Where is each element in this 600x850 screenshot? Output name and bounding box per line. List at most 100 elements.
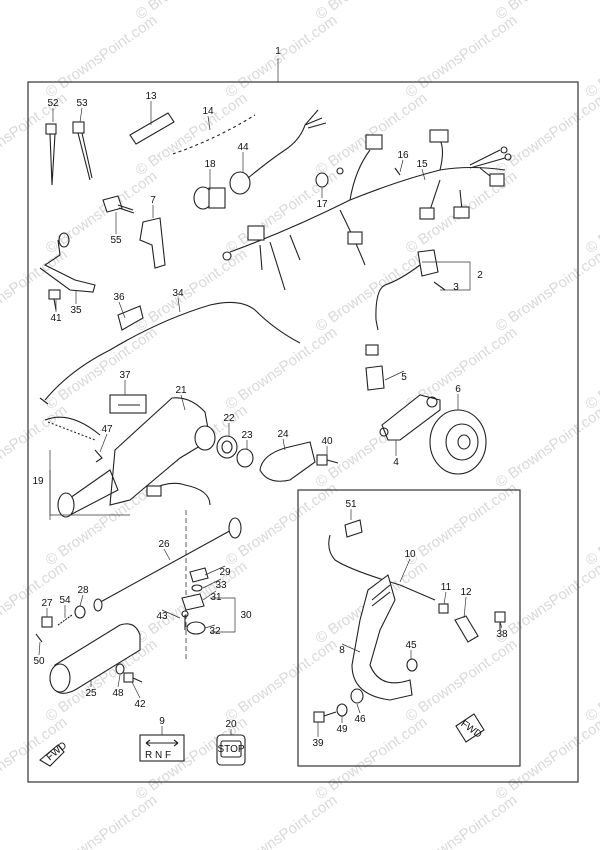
callout-2: 2: [477, 270, 483, 281]
nut-11: [438, 603, 449, 614]
watermark-text: © BrownsPoint.com: [43, 792, 161, 850]
leader-43: [161, 609, 181, 619]
pin-50: [35, 633, 43, 643]
callout-22: 22: [223, 413, 235, 424]
block-31: [181, 593, 205, 611]
watermark-text: © BrownsPoint.com: [133, 246, 251, 336]
watermark-text: © BrownsPoint.com: [493, 402, 600, 492]
watermark-text: © BrownsPoint.com: [403, 792, 521, 850]
plate-29: [189, 567, 209, 583]
pulley-6: [429, 409, 487, 475]
leader-28: [79, 594, 84, 607]
watermark-text: © BrownsPoint.com: [313, 246, 431, 336]
watermark-text: © BrownsPoint.com: [403, 636, 521, 726]
throttle-cable-34: [39, 301, 301, 405]
cable-end-2: [375, 249, 446, 331]
grommet-17: [315, 172, 329, 188]
wire-harness-15: [222, 129, 512, 291]
callout-30: 30: [240, 610, 252, 621]
watermark-text: © BrownsPoint.com: [493, 90, 600, 180]
watermark-text: © BrownsPoint.com: [493, 714, 600, 804]
watermark-text: © BrownsPoint.com: [223, 324, 341, 414]
leader-21: [180, 394, 186, 411]
throttle-grip-25: [49, 623, 141, 694]
watermark-text: © BrownsPoint.com: [43, 480, 161, 570]
leader-26: [163, 548, 171, 561]
cover-24: [259, 441, 316, 482]
leader-29: [204, 565, 226, 576]
watermark-text: © BrownsPoint.com: [493, 558, 600, 648]
tiller-handle-21: [57, 397, 216, 518]
watermark-text: © BrownsPoint.com: [583, 12, 600, 102]
callout-19: 19: [32, 476, 44, 487]
arm-4: [379, 394, 441, 441]
leader-2: [422, 261, 471, 291]
callout-34: 34: [172, 288, 184, 299]
bracket-7: [139, 217, 166, 269]
callout-53: 53: [76, 98, 88, 109]
callout-20: 20: [225, 719, 237, 730]
leader-30: [210, 597, 236, 633]
grommet-36: [117, 305, 144, 331]
leader-8: [341, 643, 361, 653]
callout-14: 14: [202, 106, 214, 117]
callout-16: 16: [397, 150, 409, 161]
washer-48: [115, 663, 125, 675]
leader-38: [499, 621, 503, 629]
callout-41: 41: [50, 313, 62, 324]
leader-15: [421, 168, 426, 181]
callout-8: 8: [339, 645, 345, 656]
leader-31: [202, 590, 217, 601]
clip-51: [344, 519, 363, 538]
callout-11: 11: [441, 582, 452, 593]
callout-28: 28: [77, 585, 89, 596]
washer-45: [406, 658, 418, 672]
callout-12: 12: [460, 587, 472, 598]
leader-42: [131, 681, 141, 699]
seal-22: [216, 435, 238, 459]
protector-14: [169, 113, 257, 157]
tube-13: [129, 112, 175, 145]
callout-13: 13: [145, 91, 157, 102]
bolt-55: [102, 195, 135, 214]
ring-28: [74, 605, 86, 619]
callout-35: 35: [70, 305, 82, 316]
spring-19: [44, 416, 101, 441]
screw-42: [123, 672, 143, 683]
leader-5: [384, 370, 405, 381]
callout-4: 4: [393, 457, 399, 468]
stop-badge-20: STOP: [216, 734, 246, 766]
watermark-text: © BrownsPoint.com: [493, 246, 600, 336]
callout-5: 5: [401, 372, 407, 383]
watermark-text: © BrownsPoint.com: [0, 0, 70, 23]
leader-50: [38, 641, 41, 656]
callout-42: 42: [134, 699, 146, 710]
callout-32: 32: [209, 626, 221, 637]
callout-48: 48: [112, 688, 124, 699]
watermark-text: © BrownsPoint.com: [223, 792, 341, 850]
decal-9: R N F: [139, 734, 185, 762]
callout-3: 3: [453, 282, 459, 293]
washer-49: [336, 703, 348, 717]
callout-49: 49: [336, 724, 348, 735]
leader-lines: [38, 101, 503, 737]
watermark-text: © BrownsPoint.com: [0, 714, 70, 804]
watermark-text: © BrownsPoint.com: [0, 90, 70, 180]
callout-26: 26: [158, 539, 170, 550]
callout-1: 1: [275, 46, 281, 57]
callout-17: 17: [316, 199, 328, 210]
leader-11: [443, 591, 447, 605]
callout-51: 51: [345, 499, 357, 510]
callout-44: 44: [237, 142, 249, 153]
callout-43: 43: [156, 611, 168, 622]
watermark-text: © BrownsPoint.com: [583, 636, 600, 726]
terminal-16: [336, 167, 401, 176]
inset-frame: [297, 489, 521, 767]
callout-47: 47: [101, 424, 113, 435]
callout-29: 29: [219, 567, 231, 578]
collar-46: [350, 688, 364, 704]
clip-47: [94, 449, 103, 463]
